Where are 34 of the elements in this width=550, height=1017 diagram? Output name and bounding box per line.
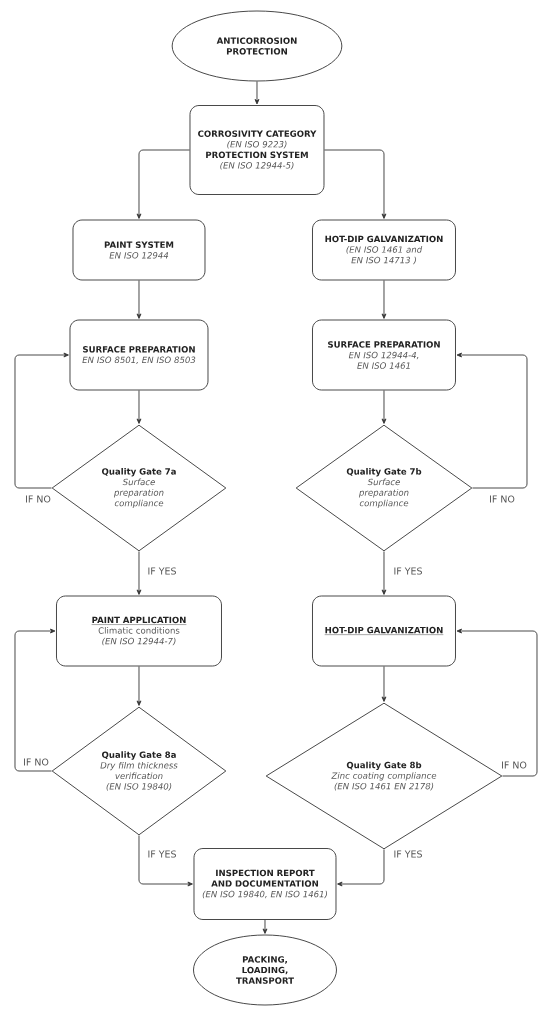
process-box: SURFACE PREPARATION EN ISO 8501, EN ISO 8503 bbox=[69, 319, 209, 391]
edge-label: IF NO bbox=[24, 494, 52, 504]
process-box: INSPECTION REPORT AND DOCUMENTATION (EN ISO 19840, EN ISO 1461) bbox=[193, 848, 337, 920]
arrow bbox=[136, 666, 142, 706]
process-box: CORROSIVITY CATEGORY (EN ISO 9223) PROTECTION SYSTEM (EN ISO 12944-5) bbox=[189, 105, 325, 195]
arrow bbox=[136, 280, 142, 319]
arrow bbox=[254, 81, 260, 105]
process-box: PAINT APPLICATION Climatic conditions (EN ISO 12944-7) bbox=[56, 595, 222, 667]
process-box: PAINT SYSTEM EN ISO 12944 bbox=[72, 219, 206, 281]
arrow bbox=[381, 390, 387, 424]
arrow bbox=[456, 628, 538, 777]
arrow bbox=[324, 149, 387, 219]
arrow bbox=[262, 919, 268, 934]
arrow bbox=[456, 352, 528, 489]
edge-label: IF NO bbox=[500, 760, 528, 770]
arrow bbox=[381, 280, 387, 319]
arrow bbox=[138, 835, 193, 887]
arrow bbox=[14, 628, 56, 772]
edge-label: IF YES bbox=[392, 566, 424, 576]
edge-label: IF NO bbox=[22, 757, 50, 767]
process-box: HOT-DIP GALVANIZATION (EN ISO 1461 and EN ISO 14713 ) bbox=[312, 219, 456, 281]
edge-label: IF NO bbox=[488, 494, 516, 504]
arrow bbox=[136, 551, 142, 595]
arrow bbox=[136, 149, 190, 219]
process-box: SURFACE PREPARATION EN ISO 12944-4, EN ISO 1461 bbox=[312, 319, 456, 391]
arrow bbox=[381, 666, 387, 702]
edge-label: IF YES bbox=[146, 566, 178, 576]
arrow bbox=[14, 352, 69, 489]
arrow bbox=[136, 390, 142, 424]
edge-label: IF YES bbox=[146, 849, 178, 859]
process-box: HOT-DIP GALVANIZATION bbox=[312, 595, 456, 667]
arrow bbox=[337, 849, 385, 887]
edge-label: IF YES bbox=[392, 849, 424, 859]
arrow bbox=[381, 551, 387, 595]
